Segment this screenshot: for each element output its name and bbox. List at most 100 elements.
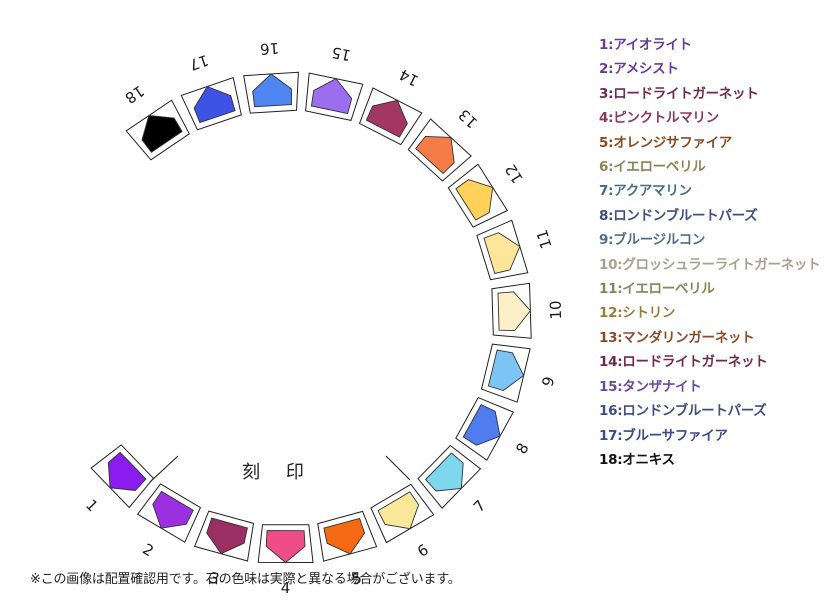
stone-slot-15: 15 bbox=[305, 43, 364, 121]
gemstone-icon bbox=[252, 73, 292, 108]
legend-item-number: 7 bbox=[599, 183, 609, 200]
slot-number-label: 15 bbox=[330, 43, 352, 65]
gemstone-icon bbox=[365, 99, 408, 138]
legend-item-separator: : bbox=[617, 451, 623, 468]
legend-item-number: 2 bbox=[599, 61, 609, 78]
legend-item-number: 6 bbox=[599, 159, 609, 176]
slot-frame bbox=[136, 483, 202, 543]
slot-number-label: 14 bbox=[396, 65, 421, 90]
slot-number-label: 2 bbox=[140, 540, 157, 560]
legend-item-16: 16:ロンドンブルートパーズ bbox=[599, 399, 820, 423]
legend-item-number: 11 bbox=[599, 281, 618, 298]
legend-item-number: 12 bbox=[599, 305, 618, 322]
legend-item-number: 13 bbox=[599, 329, 618, 346]
legend-item-number: 18 bbox=[599, 451, 618, 468]
legend-item-number: 1 bbox=[599, 37, 609, 53]
slot-number-label: 16 bbox=[259, 39, 279, 58]
legend-item-separator: : bbox=[617, 354, 623, 371]
legend-item-10: 10:グロッシュラーライトガーネット bbox=[599, 253, 821, 277]
slot-number-label: 6 bbox=[414, 540, 431, 560]
stone-slot-10: 10 bbox=[491, 282, 566, 339]
legend-item-name: イエローベリル bbox=[622, 281, 715, 298]
slot-frame bbox=[125, 99, 190, 161]
gemstone-icon bbox=[455, 179, 494, 221]
slot-frame bbox=[480, 343, 531, 403]
gemstone-icon bbox=[377, 491, 420, 530]
legend-item-number: 8 bbox=[599, 207, 609, 224]
stone-slot-4: 4 bbox=[257, 524, 314, 597]
slot-frame bbox=[90, 444, 155, 509]
legend-item-separator: : bbox=[608, 232, 614, 249]
slot-number-label: 1 bbox=[82, 496, 102, 515]
legend-item-name: ブルーサファイア bbox=[622, 427, 728, 444]
legend-item-name: イエローベリル bbox=[613, 159, 706, 176]
legend-item-separator: : bbox=[617, 427, 623, 444]
gemstone-icon bbox=[323, 517, 366, 555]
engraving-area-label: 刻 印 bbox=[242, 462, 314, 483]
slot-frame bbox=[476, 219, 529, 281]
legend-item-separator: : bbox=[617, 329, 623, 346]
gemstone-icon bbox=[107, 451, 147, 491]
legend-item-15: 15:タンザナイト bbox=[599, 375, 820, 399]
legend-item-separator: : bbox=[608, 61, 614, 78]
legend-item-name: オニキス bbox=[622, 451, 675, 468]
legend-item-name: ロードライトガーネット bbox=[613, 85, 759, 102]
legend-item-5: 5:オレンジサファイア bbox=[599, 131, 820, 155]
legend-item-number: 3 bbox=[599, 85, 609, 102]
slot-number-label: 8 bbox=[512, 440, 532, 457]
legend-item-1: 1:アイオライト bbox=[599, 33, 820, 57]
stone-slot-5: 5 bbox=[317, 510, 378, 589]
legend-item-name: オレンジサファイア bbox=[613, 134, 733, 151]
slot-frame bbox=[317, 510, 378, 562]
slot-frame bbox=[407, 118, 472, 182]
gemstone-icon bbox=[141, 115, 183, 153]
legend-item-6: 6:イエローベリル bbox=[599, 155, 820, 179]
legend-item-name: タンザナイト bbox=[622, 378, 702, 395]
legend-item-separator: : bbox=[617, 378, 623, 395]
stone-slot-8: 8 bbox=[455, 396, 533, 461]
stone-slot-12: 12 bbox=[447, 161, 527, 228]
gemstone-icon bbox=[415, 135, 455, 175]
legend-item-number: 9 bbox=[599, 232, 609, 249]
slot-frame bbox=[243, 71, 299, 114]
slot-number-label: 10 bbox=[547, 300, 566, 320]
gemstone-icon bbox=[487, 349, 525, 391]
gemstone-icon bbox=[265, 530, 306, 564]
legend-item-11: 11:イエローベリル bbox=[599, 277, 820, 301]
legend-item-number: 14 bbox=[599, 354, 618, 371]
stone-slot-14: 14 bbox=[358, 65, 423, 146]
stone-slot-6: 6 bbox=[370, 483, 435, 561]
legend-item-separator: : bbox=[617, 403, 623, 420]
legend-item-name: ロンドンブルートパーズ bbox=[622, 403, 767, 420]
legend-item-9: 9:ブルージルコン bbox=[599, 228, 820, 252]
stone-slot-3: 3 bbox=[193, 510, 255, 588]
legend-item-number: 17 bbox=[599, 427, 618, 444]
slot-frame bbox=[193, 510, 255, 562]
legend-item-3: 3:ロードライトガーネット bbox=[599, 82, 820, 106]
slot-number-label: 9 bbox=[539, 375, 559, 389]
legend-item-14: 14:ロードライトガーネット bbox=[599, 350, 820, 374]
slot-frame bbox=[455, 396, 515, 461]
slot-frame bbox=[447, 163, 509, 228]
engraving-bracket-left bbox=[149, 455, 179, 483]
legend-item-number: 15 bbox=[599, 378, 618, 395]
gemstone-icon bbox=[193, 85, 236, 124]
slot-frame bbox=[491, 282, 532, 339]
slot-frame bbox=[305, 72, 364, 121]
legend-item-name: ロンドンブルートパーズ bbox=[613, 207, 758, 224]
legend-item-separator: : bbox=[608, 110, 614, 127]
legend-item-name: グロッシュラーライトガーネット bbox=[622, 256, 821, 273]
stone-slot-9: 9 bbox=[480, 343, 559, 403]
legend-item-name: アイオライト bbox=[613, 37, 692, 53]
stone-slot-18: 18 bbox=[122, 82, 190, 161]
legend-item-8: 8:ロンドンブルートパーズ bbox=[599, 204, 820, 228]
legend-item-separator: : bbox=[608, 207, 614, 224]
legend-item-separator: : bbox=[608, 85, 614, 102]
slot-number-label: 13 bbox=[455, 106, 481, 132]
stone-slot-7: 7 bbox=[417, 444, 489, 516]
legend-item-separator: : bbox=[608, 159, 614, 176]
legend-item-2: 2:アメシスト bbox=[599, 57, 820, 81]
